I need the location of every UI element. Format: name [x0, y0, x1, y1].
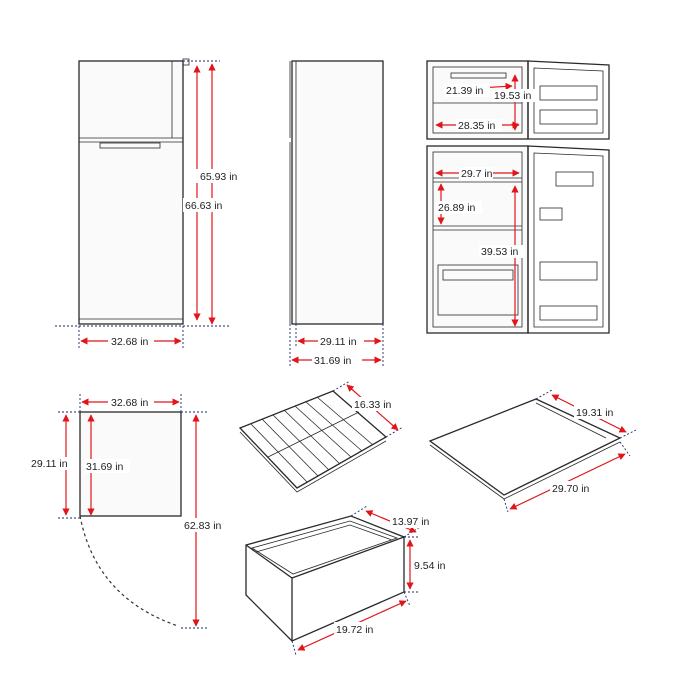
side-depth-label: 29.11 in	[320, 336, 357, 348]
door-swing-arc	[79, 515, 179, 627]
front-height-body-label: 65.93 in	[200, 171, 238, 183]
crisper-depth-label: 13.97 in	[392, 516, 430, 528]
wire-shelf-rods	[250, 396, 374, 483]
glass-shelf-depth-label: 19.31 in	[576, 407, 614, 419]
top-depth-label: 29.11 in	[31, 458, 68, 470]
crisper-height-label: 9.54 in	[414, 560, 446, 572]
door-swing-depth-label: 62.83 in	[184, 520, 222, 532]
front-height-total-label: 66.63 in	[185, 200, 223, 212]
top-view: 32.68 in 29.11 in 31.69 in 62.83 in	[30, 394, 228, 629]
crisper-bin: 13.97 in 9.54 in 19.72 in	[245, 505, 453, 656]
side-view: 29.11 in 31.69 in	[289, 60, 384, 368]
side-cabinet	[291, 60, 384, 325]
freezer-door	[527, 60, 610, 140]
wire-shelf-depth-label: 16.33 in	[354, 399, 392, 411]
top-width-label: 32.68 in	[111, 397, 149, 409]
front-cabinet	[78, 60, 184, 325]
front-width-label: 32.68 in	[111, 336, 149, 348]
wire-shelf: 16.33 in	[238, 380, 404, 493]
freezer-depth-label: 19.53 in	[494, 90, 532, 102]
top-depth-total-label: 31.69 in	[86, 461, 124, 473]
fridge-shelf-gap-label: 26.89 in	[438, 202, 476, 214]
front-view: 65.93 in 66.63 in 32.68 in	[55, 58, 242, 348]
crisper-width-label: 19.72 in	[336, 624, 374, 636]
glass-shelf-width-label: 29.70 in	[552, 483, 590, 495]
door-handle	[99, 142, 161, 149]
freezer-width-label: 21.39 in	[446, 85, 484, 97]
crisper-body	[245, 515, 405, 642]
fridge-shelf-width-label: 29.7 in	[461, 168, 493, 180]
freezer-inner-width-label: 28.35 in	[458, 120, 496, 132]
fresh-food-compartment	[426, 145, 529, 334]
open-fridge-view: 21.39 in 19.53 in 28.35 in 29.7 in 26.89…	[426, 60, 610, 334]
side-depth-total-label: 31.69 in	[314, 355, 352, 367]
fridge-height-label: 39.53 in	[481, 246, 519, 258]
fridge-door	[527, 145, 610, 334]
glass-shelf: 19.31 in 29.70 in	[428, 389, 637, 513]
